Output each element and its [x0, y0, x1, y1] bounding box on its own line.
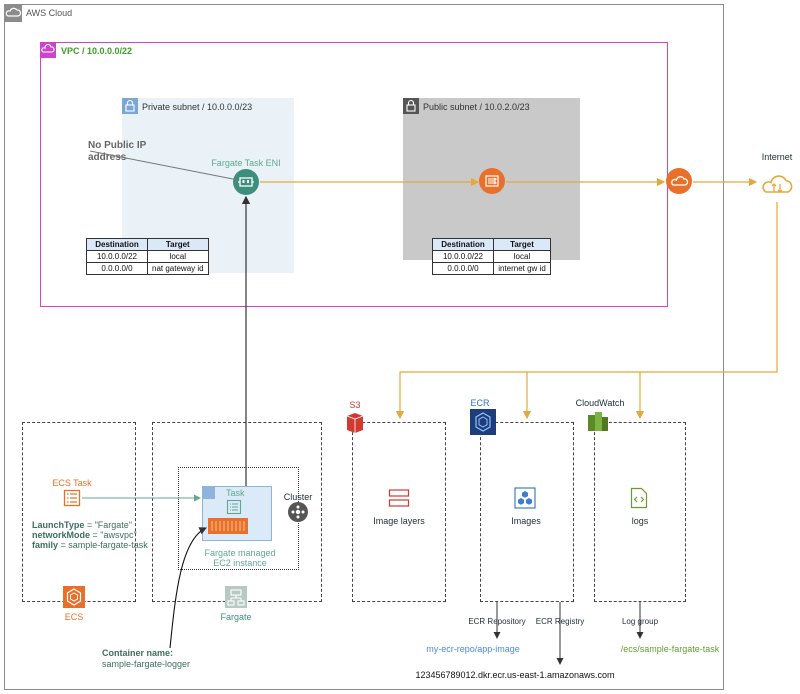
network-mode-key: networkMode [32, 530, 91, 540]
task-label: Task [226, 488, 245, 498]
logs-label: logs [631, 516, 649, 526]
table-row: 10.0.0.0/22 local [432, 250, 551, 263]
rt-header-target: Target [493, 238, 551, 251]
task-square-icon [203, 487, 215, 499]
container-name-value: sample-fargate-logger [102, 659, 191, 669]
image-layers-label: Image layers [373, 516, 425, 526]
rt-cell: 0.0.0.0/0 [86, 262, 148, 275]
ecr-registry-label: ECR Registry [535, 617, 585, 626]
ecs-task-label: ECS Task [52, 478, 92, 488]
table-row: 10.0.0.0/22 local [86, 250, 209, 263]
rt-cell: local [493, 250, 551, 263]
s3-label: S3 [349, 400, 361, 410]
fargate-label: Fargate [220, 612, 252, 622]
nat-gateway-icon[interactable] [479, 168, 505, 194]
logs-icon[interactable] [630, 487, 648, 509]
ecr-group [480, 422, 574, 602]
cluster-label: Cluster [283, 492, 313, 502]
network-mode-value: = "awsvpc" [90, 530, 137, 540]
eni-label: Fargate Task ENI [211, 158, 281, 168]
launch-type-line: LaunchType = "Fargate" [32, 520, 132, 530]
fargate-managed-line2: EC2 instance [213, 558, 267, 568]
lock-icon [403, 98, 419, 114]
private-route-table: Destination Target 10.0.0.0/22 local 0.0… [86, 238, 209, 275]
log-group-label: Log group [621, 617, 659, 626]
launch-type-key: LaunchType [32, 520, 85, 530]
ecr-registry-value: 123456789012.dkr.ecr.us-east-1.amazonaws… [415, 670, 615, 680]
image-layers-icon[interactable] [388, 487, 410, 509]
cloud-icon [4, 4, 22, 22]
rt-header-destination: Destination [86, 238, 148, 251]
ecs-group [22, 422, 136, 602]
rt-cell: nat gateway id [147, 262, 209, 275]
cloudwatch-icon[interactable] [585, 409, 611, 435]
rt-header-target: Target [147, 238, 209, 251]
task-doc-icon [226, 499, 242, 515]
rt-cell: 10.0.0.0/22 [86, 250, 148, 263]
ecr-icon[interactable] [470, 409, 496, 435]
internet-label: Internet [761, 152, 793, 162]
cloudwatch-group [594, 422, 686, 602]
images-icon[interactable] [514, 487, 536, 509]
cluster-icon[interactable] [288, 502, 308, 522]
s3-group [352, 422, 446, 602]
eni-icon[interactable] [233, 169, 259, 195]
s3-bucket-icon[interactable] [342, 410, 368, 436]
fargate-icon[interactable] [225, 586, 247, 608]
table-row: 0.0.0.0/0 internet gw id [432, 262, 551, 275]
ecr-repository-value: my-ecr-repo/app-image [426, 644, 520, 654]
family-value: = sample-fargate-task [58, 540, 148, 550]
ecs-task-icon[interactable] [63, 489, 81, 507]
images-label: Images [511, 516, 541, 526]
fargate-managed-line1: Fargate managed [204, 548, 276, 558]
no-public-ip-note: No Public IP [88, 140, 147, 151]
ecr-label: ECR [470, 398, 490, 408]
no-public-ip-note-line2: address [88, 152, 127, 163]
cloudwatch-label: CloudWatch [575, 398, 625, 408]
rt-cell: 10.0.0.0/22 [432, 250, 494, 263]
table-row: 0.0.0.0/0 nat gateway id [86, 262, 209, 275]
public-subnet-label: Public subnet / 10.0.2.0/23 [423, 102, 530, 112]
internet-cloud-icon [758, 168, 796, 200]
ecr-repository-label: ECR Repository [468, 617, 526, 626]
internet-gateway-icon[interactable] [666, 168, 692, 194]
vpc-icon [40, 42, 56, 58]
lock-icon [122, 98, 138, 114]
rt-cell: local [147, 250, 209, 263]
rt-cell: internet gw id [493, 262, 551, 275]
family-line: family = sample-fargate-task [32, 540, 148, 550]
log-group-value: /ecs/sample-fargate-task [620, 644, 720, 654]
network-mode-line: networkMode = "awsvpc" [32, 530, 137, 540]
aws-cloud-label: AWS Cloud [26, 8, 73, 18]
ecs-icon[interactable] [63, 586, 85, 608]
ecs-label: ECS [64, 612, 84, 622]
rt-header-destination: Destination [432, 238, 494, 251]
container-name-label: Container name: [102, 648, 174, 658]
family-key: family [32, 540, 59, 550]
container-icon[interactable] [208, 518, 248, 534]
vpc-label: VPC / 10.0.0.0/22 [61, 46, 133, 56]
public-route-table: Destination Target 10.0.0.0/22 local 0.0… [432, 238, 551, 275]
launch-type-value: = "Fargate" [84, 520, 133, 530]
private-subnet-label: Private subnet / 10.0.0.0/23 [142, 102, 253, 112]
rt-cell: 0.0.0.0/0 [432, 262, 494, 275]
